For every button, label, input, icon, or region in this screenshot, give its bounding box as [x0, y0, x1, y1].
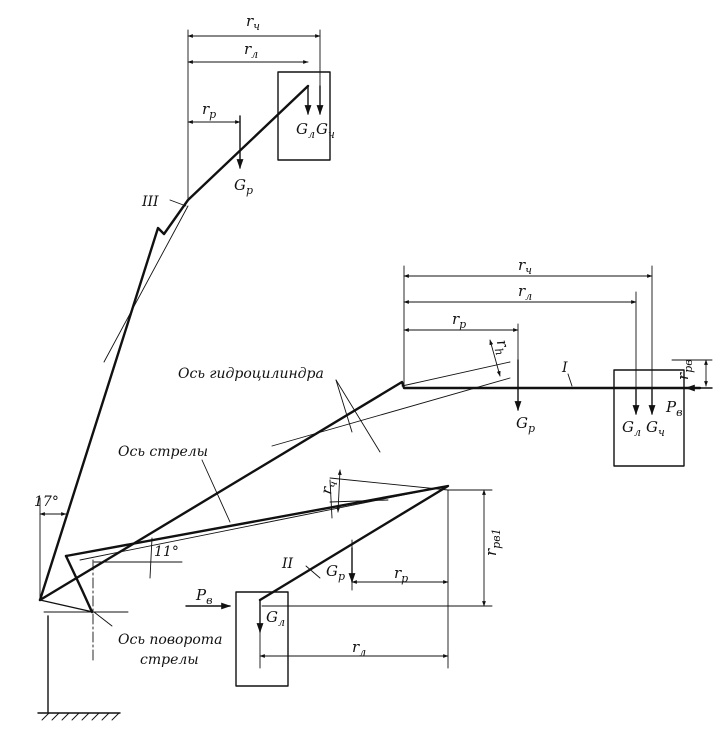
label-position-ii: II [281, 556, 294, 572]
labels-position-iii: rч rл rp Gл Gч Gp III 17° [34, 12, 335, 510]
label-g-l-iii: Gл [296, 120, 315, 141]
label-g-p-iii: Gp [234, 176, 253, 197]
label-r-p-iii: rp [202, 100, 216, 121]
boom-position-ii [64, 469, 493, 687]
label-r-pv1-ii: rpв1 [482, 528, 503, 556]
label-position-i: I [561, 360, 568, 376]
label-g-p-ii: Gp [326, 562, 345, 583]
label-axis-cylinder: Ось гидроцилиндра [178, 366, 324, 382]
label-r-p-i: rp [452, 310, 466, 331]
labels-position-i: rч rл rp Gp Gл Gч Pв rpв rh I [452, 256, 695, 439]
boom-position-iii [38, 29, 331, 613]
boom-position-i [38, 265, 713, 602]
label-p-v-ii: Pв [195, 586, 213, 607]
label-angle-17: 17° [34, 494, 59, 510]
label-r-h-i: rh [490, 338, 514, 357]
label-r-ch-iii: rч [246, 12, 260, 33]
base-support [37, 559, 129, 721]
label-r-l-i: rл [518, 282, 532, 303]
leader-lines [93, 199, 573, 627]
label-g-l-ii: Gл [266, 608, 285, 629]
label-g-l-i: Gл [622, 418, 641, 439]
labels-axes: Ось гидроцилиндра Ось стрелы Ось поворот… [118, 366, 324, 668]
label-g-p-i: Gp [516, 414, 535, 435]
label-position-iii: III [141, 194, 159, 210]
labels-position-ii: rч rp Gp Gл Pв rл rpв1 II 11° [154, 479, 503, 659]
label-axis-pivot-line2: стрелы [140, 652, 199, 668]
label-angle-11: 11° [154, 544, 179, 560]
label-r-pv-i: rpв [674, 359, 695, 380]
label-axis-pivot-line1: Ось поворота [118, 632, 222, 648]
label-r-ch-ii: rч [317, 479, 340, 497]
label-axis-boom: Ось стрелы [118, 444, 208, 460]
label-r-ch-i: rч [518, 256, 532, 277]
label-g-ch-i: Gч [646, 418, 665, 439]
label-r-p-ii: rp [394, 564, 408, 585]
label-g-ch-iii: Gч [316, 120, 335, 141]
label-p-v-i: Pв [665, 398, 683, 419]
label-r-l-iii: rл [244, 40, 258, 61]
label-r-l-ii: rл [352, 638, 366, 659]
